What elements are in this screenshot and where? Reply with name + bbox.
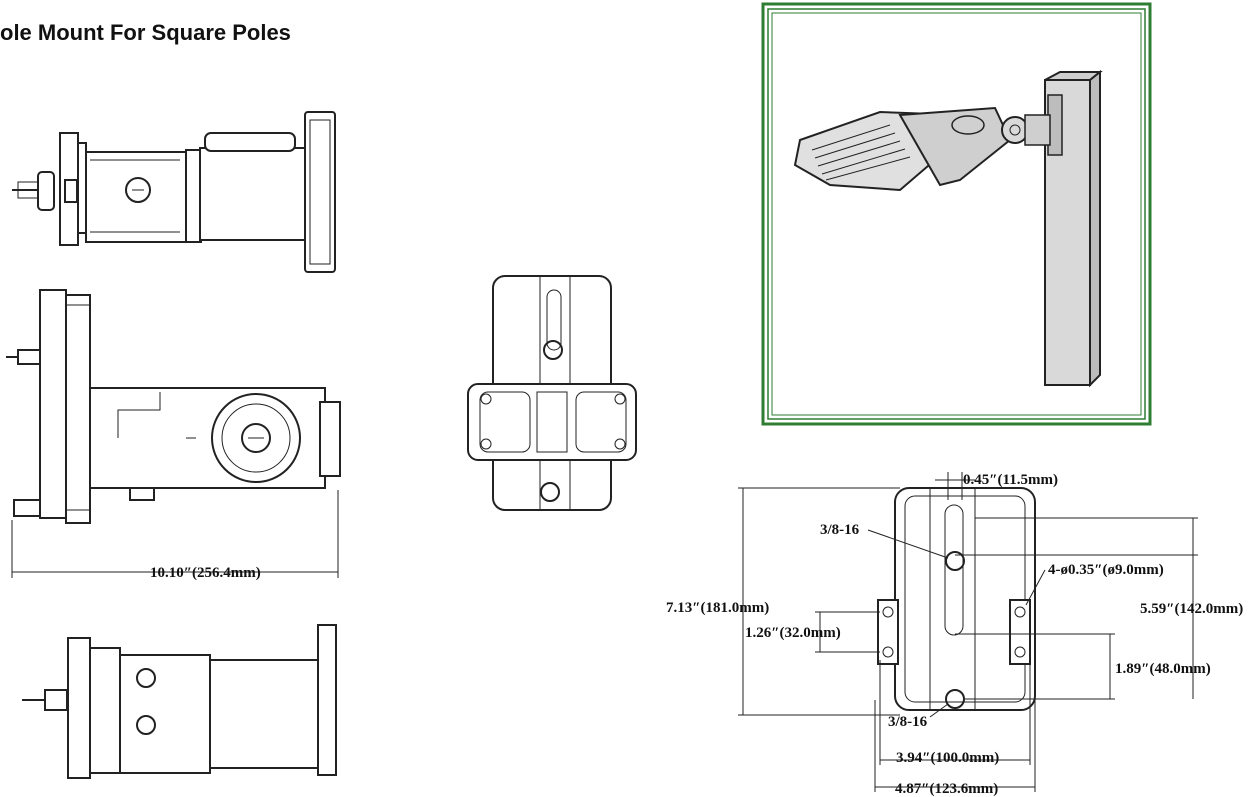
page-title: ole Mount For Square Poles bbox=[0, 20, 291, 45]
product-image-frame bbox=[761, 2, 1152, 426]
slot-dimension-label: 0.45″(11.5mm) bbox=[963, 472, 1058, 488]
front-view bbox=[467, 275, 637, 511]
hole-offset-dimension-label: 1.89″(48.0mm) bbox=[1115, 661, 1211, 677]
hole-span-dimension-label: 5.59″(142.0mm) bbox=[1140, 601, 1243, 617]
length-dimension-label: 10.10″(256.4mm) bbox=[150, 565, 261, 581]
shoebox-light-illustration bbox=[793, 69, 1103, 388]
bolt-top-label: 3/8-16 bbox=[820, 522, 860, 538]
bolt-bottom-label: 3/8-16 bbox=[888, 714, 928, 730]
dimensioned-front-view: 0.45″(11.5mm) 3/8-16 4-ø0.35″(ø9.0mm) 7.… bbox=[666, 472, 1243, 797]
height-dimension-label: 7.13″(181.0mm) bbox=[666, 600, 769, 616]
side-view-bottom bbox=[22, 624, 337, 779]
side-view-top bbox=[12, 111, 336, 273]
holes-dimension-label: 4-ø0.35″(ø9.0mm) bbox=[1048, 562, 1164, 578]
outer-width-dimension-label: 4.87″(123.6mm) bbox=[895, 781, 998, 797]
hole-gap-dimension-label: 1.26″(32.0mm) bbox=[745, 625, 841, 641]
inner-width-dimension-label: 3.94″(100.0mm) bbox=[896, 750, 999, 766]
side-view-middle: 10.10″(256.4mm) bbox=[6, 289, 341, 581]
